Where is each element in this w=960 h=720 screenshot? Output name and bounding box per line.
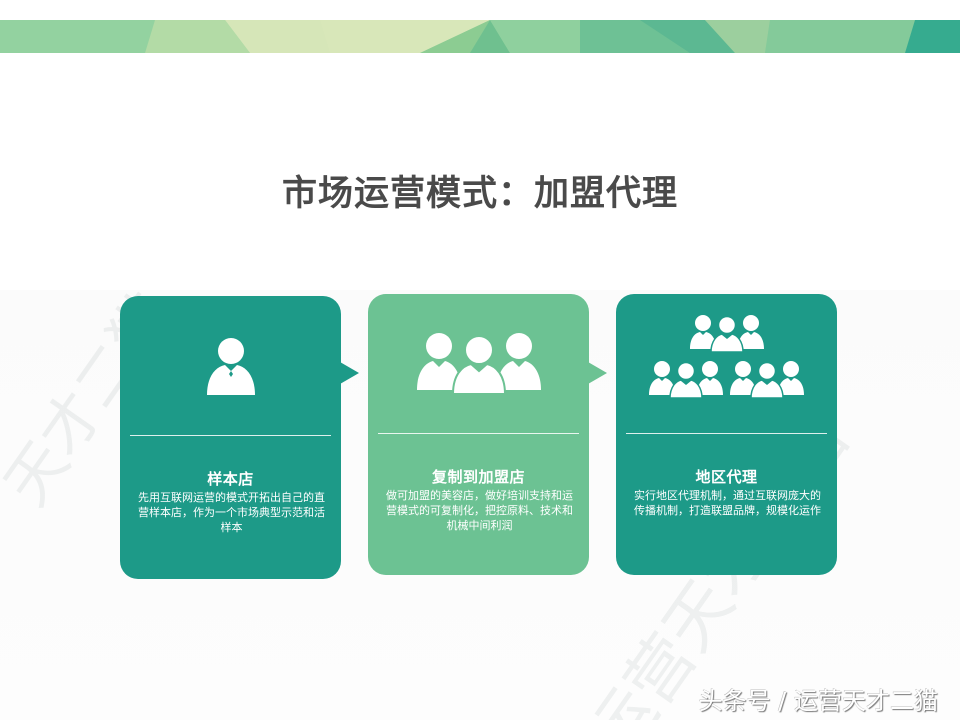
card-title: 复制到加盟店	[431, 468, 525, 486]
people-pyramid-icon	[616, 294, 837, 432]
single-person-icon	[120, 296, 341, 434]
card-franchise: 复制到加盟店 做可加盟的美容店，做好培训支持和运营模式的可复制化，把控原料、技术…	[368, 294, 607, 575]
page-title: 市场运营模式：加盟代理	[281, 174, 678, 214]
arrow-right-icon	[588, 362, 607, 384]
card-divider	[626, 433, 827, 434]
card-sample-store: 样本店 先用互联网运营的模式开拓出自己的直营样本店，作为一个市场典型示范和活样本	[120, 296, 359, 579]
card-description: 做可加盟的美容店，做好培训支持和运营模式的可复制化，把控原料、技术和机械中间利润	[386, 489, 573, 532]
card-divider	[378, 433, 579, 434]
card-description: 先用互联网运营的模式开拓出自己的直营样本店，作为一个市场典型示范和活样本	[138, 491, 325, 534]
arrow-right-icon	[340, 362, 359, 384]
card-divider	[130, 435, 331, 436]
card-title: 样本店	[207, 470, 254, 488]
footer-credit: 头条号 / 运营天才二猫	[698, 687, 938, 715]
decorative-banner	[0, 20, 960, 53]
card-title: 地区代理	[695, 468, 758, 486]
card-description: 实行地区代理机制，通过互联网庞大的传播机制，打造联盟品牌，规模化运作	[634, 489, 821, 517]
card-regional-agent: 地区代理 实行地区代理机制，通过互联网庞大的传播机制，打造联盟品牌，规模化运作	[616, 294, 837, 575]
three-people-icon	[368, 294, 589, 432]
